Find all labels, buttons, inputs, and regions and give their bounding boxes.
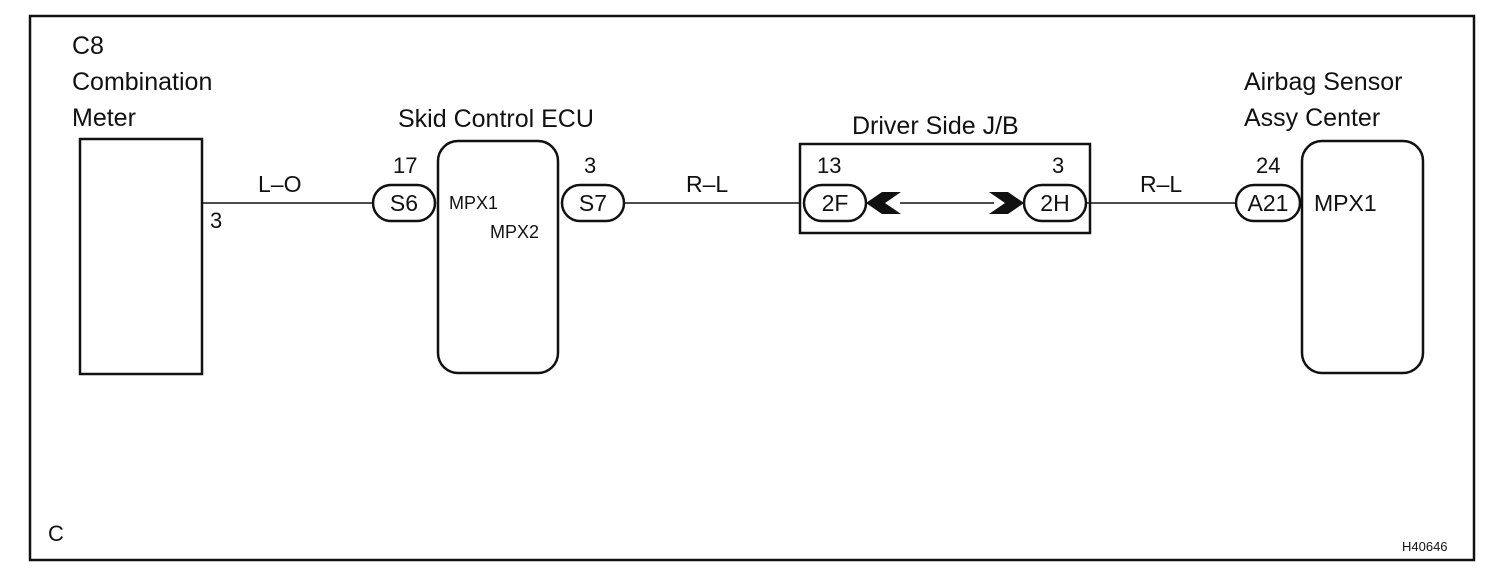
diagram-frame xyxy=(28,14,1476,562)
ecu-name: Skid Control ECU xyxy=(398,105,594,133)
wire-color-3: R–L xyxy=(1140,171,1182,197)
connector-s7-pin: 3 xyxy=(584,153,596,178)
connector-a21-id: A21 xyxy=(1248,190,1289,216)
airbag-sensor-assy: Airbag Sensor Assy Center MPX1 A21 24 xyxy=(1234,68,1425,375)
meter-pin: 3 xyxy=(210,208,222,233)
wire-color-2: R–L xyxy=(686,171,728,197)
airbag-name-line1: Airbag Sensor xyxy=(1244,68,1402,96)
connector-2h-id: 2H xyxy=(1040,190,1069,216)
connector-s6 xyxy=(371,183,437,223)
meter-name-line2: Meter xyxy=(72,104,136,132)
combination-meter: C8 Combination Meter 3 xyxy=(72,32,222,376)
frame-letter: C xyxy=(48,521,64,546)
skid-control-ecu: Skid Control ECU MPX1 MPX2 S6 17 S7 3 xyxy=(371,105,626,375)
ecu-terminal-mpx2: MPX2 xyxy=(490,222,539,242)
connector-a21 xyxy=(1234,183,1302,223)
airbag-box xyxy=(1300,139,1425,375)
meter-name-line1: Combination xyxy=(72,68,212,96)
connector-s7-id: S7 xyxy=(579,190,607,216)
jb-arrow-left-icon xyxy=(866,192,901,214)
figure-code: H40646 xyxy=(1402,539,1448,554)
connector-s6-pin: 17 xyxy=(393,153,417,178)
connector-s6-id: S6 xyxy=(390,190,418,216)
connector-2f-pin: 13 xyxy=(817,153,841,178)
meter-box xyxy=(78,137,204,376)
connector-a21-pin: 24 xyxy=(1256,153,1280,178)
connector-2h-pin: 3 xyxy=(1052,153,1064,178)
airbag-name-line2: Assy Center xyxy=(1244,104,1380,132)
jb-name: Driver Side J/B xyxy=(852,112,1019,140)
jb-arrow-right-icon xyxy=(989,192,1024,214)
ecu-box xyxy=(436,139,560,375)
connector-2f-id: 2F xyxy=(822,190,849,216)
airbag-terminal-mpx1: MPX1 xyxy=(1314,190,1377,216)
driver-side-jb: Driver Side J/B 2F 13 2H 3 xyxy=(798,112,1092,235)
wire-color-1: L–O xyxy=(258,171,301,197)
connector-2f xyxy=(802,183,868,223)
ecu-terminal-mpx1: MPX1 xyxy=(449,193,498,213)
meter-code: C8 xyxy=(72,32,104,60)
